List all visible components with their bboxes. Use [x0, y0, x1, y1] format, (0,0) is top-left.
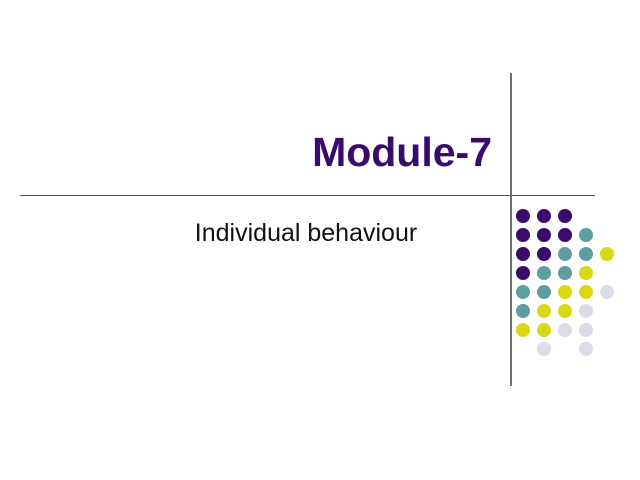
grid-dot	[558, 304, 572, 318]
grid-dot	[558, 323, 572, 337]
grid-dot	[579, 304, 593, 318]
grid-dot	[516, 266, 530, 280]
horizontal-divider	[20, 195, 595, 196]
grid-dot	[537, 209, 551, 223]
slide-subtitle: Individual behaviour	[194, 219, 418, 247]
grid-dot	[558, 266, 572, 280]
grid-dot	[516, 304, 530, 318]
grid-dot	[558, 228, 572, 242]
grid-dot	[537, 323, 551, 337]
grid-dot	[579, 266, 593, 280]
grid-dot	[579, 342, 593, 356]
grid-dot	[516, 228, 530, 242]
grid-dot	[558, 247, 572, 261]
grid-dot	[558, 285, 572, 299]
vertical-divider	[510, 73, 512, 386]
dot-grid-decoration	[516, 209, 628, 369]
grid-dot	[558, 209, 572, 223]
grid-dot	[516, 285, 530, 299]
grid-dot	[537, 266, 551, 280]
grid-dot	[537, 342, 551, 356]
grid-dot	[537, 304, 551, 318]
grid-dot	[579, 228, 593, 242]
grid-dot	[516, 323, 530, 337]
grid-dot	[579, 285, 593, 299]
grid-dot	[516, 247, 530, 261]
grid-dot	[516, 209, 530, 223]
grid-dot	[537, 228, 551, 242]
grid-dot	[537, 285, 551, 299]
grid-dot	[579, 247, 593, 261]
grid-dot	[600, 247, 614, 261]
grid-dot	[579, 323, 593, 337]
slide-title: Module-7	[312, 129, 492, 175]
grid-dot	[600, 285, 614, 299]
grid-dot	[537, 247, 551, 261]
